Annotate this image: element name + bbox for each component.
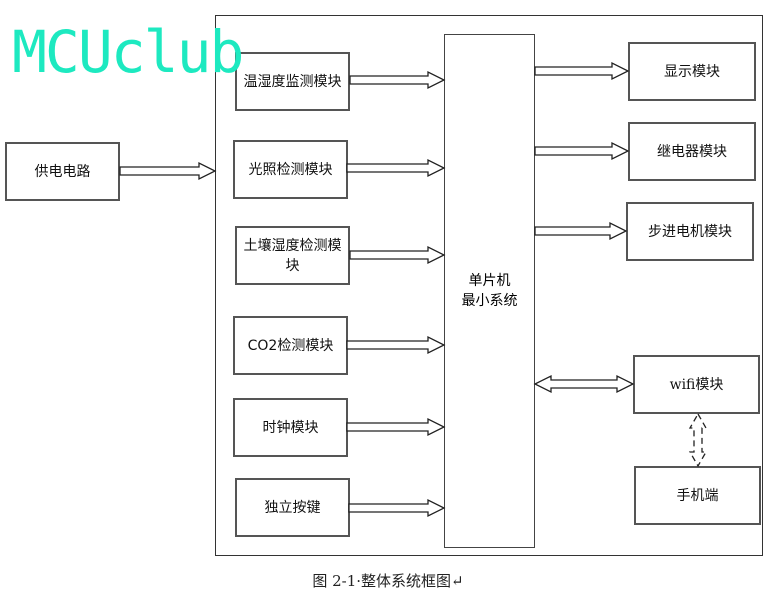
input-arrow (346, 417, 446, 437)
input-arrow (346, 335, 446, 355)
input-arrow (349, 245, 446, 265)
input-arrow (348, 498, 446, 518)
output-arrow (534, 141, 630, 161)
input-arrow (349, 70, 446, 90)
display-module-box: 显示模块 (628, 42, 756, 101)
phone-box: 手机端 (634, 466, 761, 525)
wifi-label: wifi模块 (669, 376, 724, 393)
stepper-motor-module-box: 步进电机模块 (626, 202, 754, 261)
input-label: 温湿度监测模块 (243, 73, 342, 90)
power-circuit-box: 供电电路 (5, 142, 120, 201)
system-frame (215, 15, 763, 556)
output-arrow (534, 221, 628, 241)
wireless-link-arrow (688, 412, 708, 468)
mcuclub-watermark: MCUclub (12, 18, 244, 86)
input-label: CO2检测模块 (247, 337, 334, 354)
wifi-bidirectional-arrow (533, 374, 635, 394)
mcu-label-line1: 单片机 (468, 273, 511, 289)
input-label: 光照检测模块 (248, 161, 333, 178)
soil-humidity-module-box: 土壤湿度检测模块 (235, 226, 350, 285)
phone-label: 手机端 (676, 487, 719, 504)
output-arrow (534, 61, 630, 81)
output-label: 显示模块 (664, 63, 720, 80)
wifi-module-box: wifi模块 (633, 355, 760, 414)
input-label: 土壤湿度检测模块 (243, 237, 342, 274)
power-circuit-label: 供电电路 (34, 163, 91, 180)
light-module-box: 光照检测模块 (233, 140, 348, 199)
input-arrow (346, 158, 446, 178)
mcu-label-line2: 最小系统 (461, 293, 518, 309)
power-arrow (119, 161, 217, 181)
temp-humidity-module-box: 温湿度监测模块 (235, 52, 350, 111)
button-module-box: 独立按键 (235, 478, 350, 537)
output-label: 继电器模块 (657, 143, 727, 160)
mcu-system-box: 单片机 最小系统 (444, 34, 535, 548)
clock-module-box: 时钟模块 (233, 398, 348, 457)
relay-module-box: 继电器模块 (628, 122, 756, 181)
input-label: 时钟模块 (262, 419, 319, 436)
figure-caption: 图 2-1·整体系统框图↵ (312, 572, 464, 590)
output-label: 步进电机模块 (648, 223, 732, 240)
input-label: 独立按键 (264, 499, 321, 516)
